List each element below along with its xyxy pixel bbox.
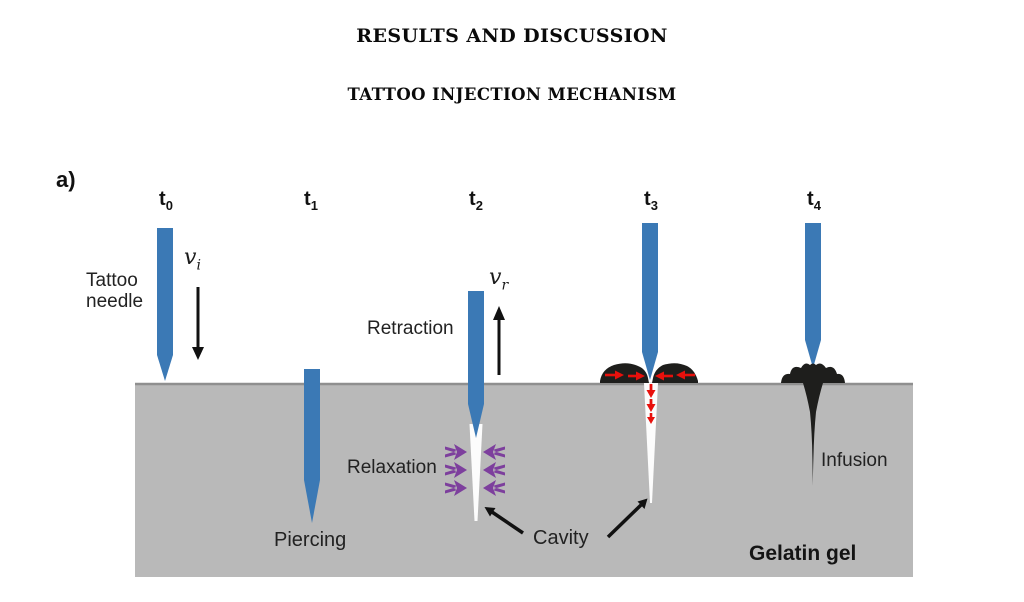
section-heading: RESULTS AND DISCUSSION (356, 25, 668, 47)
velocity-sub: i (196, 257, 201, 274)
ink-splash-t4 (781, 363, 845, 383)
timepoint-sub: 0 (165, 198, 173, 213)
timepoint-label-t4: t4 (807, 189, 821, 212)
ink-flow-down-arrow1-head (646, 390, 656, 398)
gelatin-gel-block (135, 383, 913, 577)
relaxation-label: Relaxation (347, 457, 437, 478)
ink-spread-arrow-left1-head (615, 370, 624, 380)
piercing-label: Piercing (274, 529, 347, 551)
timepoint-base: t (644, 188, 651, 210)
relaxation-arrow-right-top (483, 444, 505, 460)
insertion-velocity-arrow-head (192, 347, 204, 360)
timepoint-base: t (159, 188, 166, 210)
timepoint-label-t1: t1 (304, 189, 318, 212)
velocity-base: v (184, 245, 197, 270)
timepoint-label-t0: t0 (159, 189, 173, 212)
cavity-pointer-left-shaft (491, 510, 524, 535)
relaxation-arrow-right-mid (483, 462, 505, 478)
relaxation-arrow-left-bottom (445, 480, 467, 496)
needle-t3 (642, 223, 658, 380)
insertion-velocity-label: vi (184, 245, 201, 274)
velocity-base: v (489, 265, 502, 290)
cavity-shape-t3 (644, 383, 658, 503)
timepoint-sub: 1 (310, 198, 318, 213)
needle-t0 (157, 228, 173, 381)
infusion-label: Infusion (821, 450, 888, 471)
timepoint-label-t2: t2 (469, 189, 483, 212)
tattoo-needle-label-line1: Tattoo (86, 270, 138, 291)
relaxation-arrow-left-mid (445, 462, 467, 478)
timepoint-label-t3: t3 (644, 189, 658, 212)
timepoint-base: t (304, 188, 311, 210)
timepoint-sub: 2 (475, 198, 483, 213)
needle-t1 (304, 369, 320, 523)
timepoint-sub: 3 (650, 198, 658, 213)
ink-spread-arrow-right1-head (676, 370, 685, 380)
ink-blob-left (600, 363, 649, 383)
retraction-label: Retraction (367, 318, 454, 339)
cavity-pointer-left-head (484, 507, 496, 517)
cavity-shape-t2 (469, 424, 483, 521)
needle-t4 (805, 223, 821, 368)
retraction-velocity-arrow-head (493, 306, 505, 320)
tattoo-needle-label: Tattoo needle (86, 270, 143, 312)
gelatin-gel-label: Gelatin gel (749, 542, 857, 565)
ink-flow-down-arrow3-head (647, 417, 655, 424)
panel-label: a) (56, 167, 76, 192)
ink-infusion-column (803, 383, 823, 486)
ink-blob-right (652, 363, 698, 383)
relaxation-arrow-left-top (445, 444, 467, 460)
timepoint-sub: 4 (813, 198, 821, 213)
ink-flow-down-arrow2-head (646, 404, 656, 412)
subsection-heading: TATTOO INJECTION MECHANISM (347, 85, 677, 104)
ink-spread-arrow-left2-head (636, 371, 645, 381)
needle-t2 (468, 291, 484, 438)
cavity-pointer-right-head (637, 498, 648, 509)
timepoint-base: t (807, 188, 814, 210)
tattoo-needle-label-line2: needle (86, 291, 144, 312)
ink-spread-arrow-right2-head (655, 371, 664, 381)
velocity-sub: r (501, 277, 509, 294)
cavity-label: Cavity (533, 527, 589, 549)
timepoint-base: t (469, 188, 476, 210)
cavity-pointer-right-shaft (606, 503, 643, 539)
retraction-velocity-label: vr (489, 265, 509, 294)
relaxation-arrow-right-bottom (483, 480, 505, 496)
